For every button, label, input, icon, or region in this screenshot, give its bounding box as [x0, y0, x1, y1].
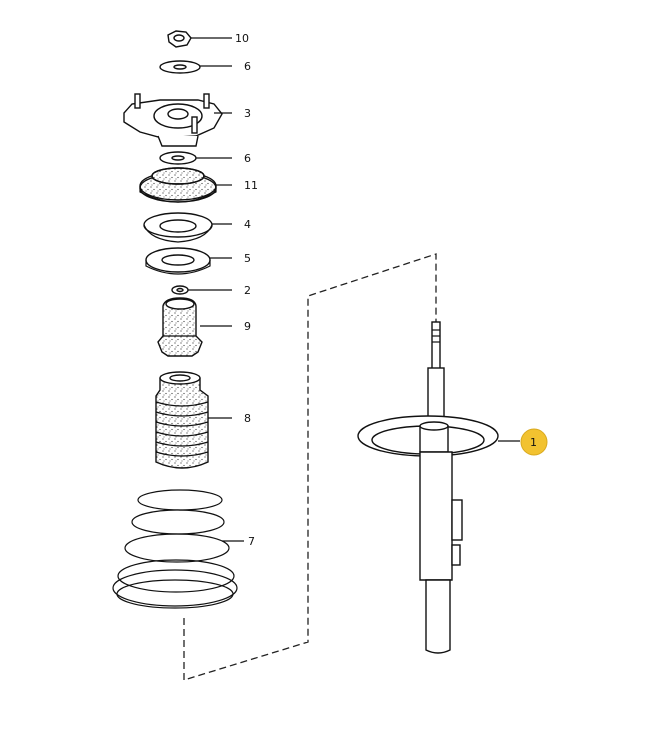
part-7-coil-spring[interactable]: 7	[112, 489, 255, 609]
callout-4: 4	[244, 218, 251, 231]
callout-3: 3	[244, 107, 251, 120]
callout-10: 10	[235, 32, 249, 45]
callout-5: 5	[244, 252, 251, 265]
part-2-small-washer[interactable]: 2	[171, 284, 251, 297]
part-4-spring-seat[interactable]: 4	[143, 212, 251, 243]
part-3-strut-mount[interactable]: 3	[123, 93, 251, 147]
callout-9: 9	[244, 320, 251, 333]
part-5-pad-ring[interactable]: 5	[145, 247, 251, 275]
assembly-dashed-line	[183, 253, 437, 681]
part-11-spring-support[interactable]: 11	[139, 167, 258, 203]
callout-2: 2	[244, 284, 251, 297]
callout-1: 1	[530, 436, 537, 449]
part-6-washer-middle[interactable]: 6	[159, 151, 251, 165]
part-9-bump-stop[interactable]: 9	[157, 297, 251, 357]
part-8-dust-boot[interactable]: 8	[155, 371, 251, 469]
callout-6-middle: 6	[244, 152, 251, 165]
callout-6-top: 6	[244, 60, 251, 73]
highlight-callout-circle	[520, 428, 548, 456]
part-6-washer-top[interactable]: 6	[159, 60, 251, 74]
callout-11: 11	[244, 179, 258, 192]
part-1-shock-absorber[interactable]: 1	[357, 321, 548, 654]
part-10-nut[interactable]: 10	[167, 30, 249, 48]
callout-7: 7	[248, 535, 255, 548]
callout-8: 8	[244, 412, 251, 425]
